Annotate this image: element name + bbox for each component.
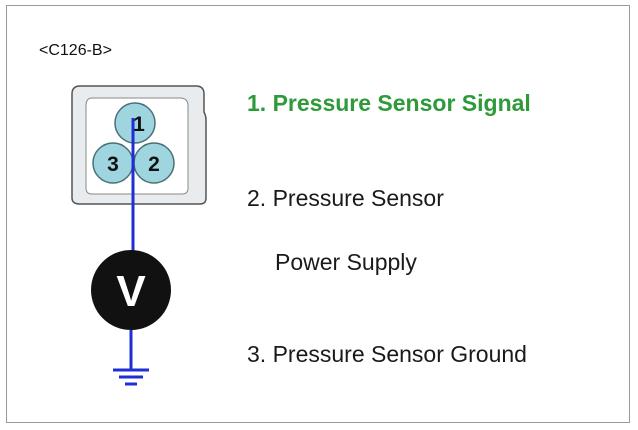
connector-label: <C126-B> [39,42,112,59]
voltmeter-symbol: V [116,267,146,316]
legend-item-signal: 1. Pressure Sensor Signal [247,90,531,116]
legend-item-power-line2: Power Supply [275,249,417,275]
voltmeter-icon [91,250,171,330]
pin-1-label: 1 [133,113,145,136]
pin-2-label: 2 [148,153,160,176]
pin-3-label: 3 [107,153,119,176]
pin-1 [114,102,156,144]
ground-icon [113,368,149,386]
legend-item-ground: 3. Pressure Sensor Ground [247,341,527,367]
legend-item-power-line1: 2. Pressure Sensor [247,185,444,211]
diagram-frame [6,5,630,423]
